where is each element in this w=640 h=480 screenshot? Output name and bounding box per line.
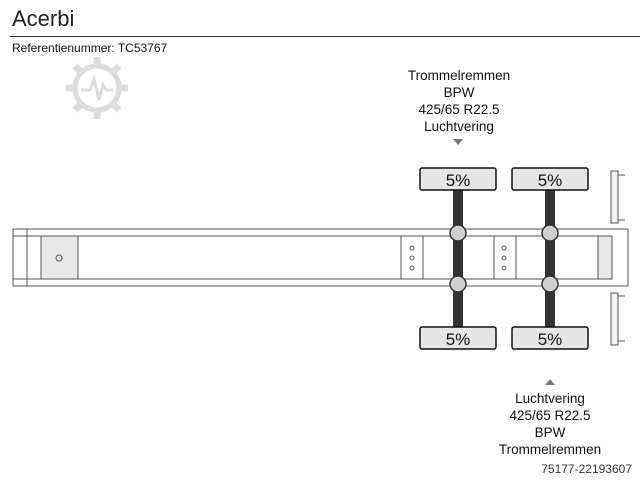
- wheel-load-label: 5%: [446, 330, 471, 349]
- spec-line: Luchtvering: [515, 391, 585, 406]
- wheel-axle2-bottom: 5%: [511, 326, 589, 350]
- page-title: Acerbi: [12, 6, 75, 31]
- wheel-axle2-top: 5%: [511, 167, 589, 191]
- spec-line: Trommelremmen: [498, 442, 602, 457]
- spec-line: BPW: [443, 85, 475, 100]
- axle-spec-bottom: Luchtvering 425/65 R22.5 BPW Trommelremm…: [470, 390, 630, 458]
- wheel-axle1-top: 5%: [419, 167, 497, 191]
- spec-line: BPW: [534, 425, 566, 440]
- wheel-load-label: 5%: [538, 171, 563, 190]
- gear-heartbeat-icon: [66, 57, 128, 119]
- reference-number: Referentienummer: TC53767: [12, 41, 168, 55]
- wheel-axle1-bottom: 5%: [419, 326, 497, 350]
- wheel-load-label: 5%: [538, 330, 563, 349]
- spec-line: Luchtvering: [424, 119, 494, 134]
- spec-line: 425/65 R22.5: [418, 102, 500, 117]
- triangle-up-icon: [545, 379, 555, 385]
- axle-1: [449, 190, 467, 328]
- spec-line: Trommelremmen: [407, 68, 511, 83]
- listing-code: 75177-22193607: [541, 462, 632, 476]
- wheel-load-label: 5%: [446, 171, 471, 190]
- title-divider: [10, 36, 640, 37]
- triangle-down-icon: [453, 139, 463, 145]
- trailer-chassis: [12, 170, 629, 346]
- axle-2: [541, 190, 559, 328]
- spec-line: 425/65 R22.5: [509, 408, 591, 423]
- axle-spec-top: Trommelremmen BPW 425/65 R22.5 Luchtveri…: [379, 67, 539, 135]
